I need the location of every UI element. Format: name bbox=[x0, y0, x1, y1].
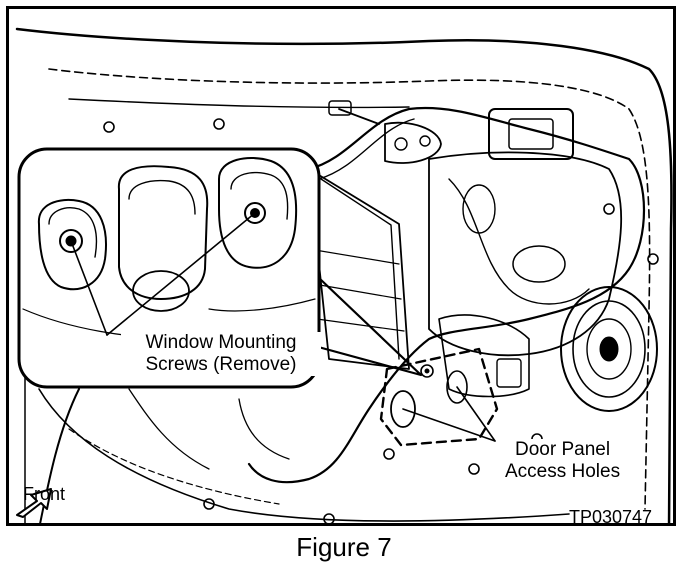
leader-right-screw bbox=[106, 212, 256, 336]
window-screws-label-line1: Window Mounting bbox=[121, 332, 321, 354]
inset-callout-wedge bbox=[287, 257, 423, 377]
speaker bbox=[560, 286, 658, 412]
door-interior-illustration bbox=[15, 27, 673, 523]
access-holes-label-line1: Door Panel bbox=[503, 439, 623, 461]
right-window-screw bbox=[244, 202, 266, 224]
inset-detail-callout bbox=[17, 147, 321, 389]
figure-caption: Figure 7 bbox=[296, 532, 392, 562]
window-mounting-screws-label: Window Mounting Screws (Remove) bbox=[121, 332, 321, 376]
figure-code: TP030747 bbox=[569, 507, 653, 526]
door-panel-access-holes-label: Door Panel Access Holes bbox=[503, 439, 623, 483]
door-outer-edge bbox=[15, 27, 673, 523]
access-holes-outline bbox=[379, 347, 499, 447]
leader-access-hole-2 bbox=[456, 386, 496, 442]
leader-left-screw bbox=[70, 240, 108, 336]
latch-module bbox=[488, 108, 574, 160]
window-screws-label-line2: Screws (Remove) bbox=[121, 354, 321, 376]
access-holes-label-line2: Access Holes bbox=[503, 461, 623, 483]
inner-panel-contour bbox=[428, 151, 623, 357]
wiring-harness bbox=[247, 106, 646, 484]
window-glass-channel bbox=[308, 168, 410, 370]
door-inner-flange bbox=[48, 68, 651, 510]
leader-access-hole-1 bbox=[402, 408, 496, 442]
left-window-screw bbox=[59, 229, 83, 253]
front-direction-label: Front bbox=[23, 484, 66, 504]
arrow-up-right-icon bbox=[16, 488, 52, 518]
door-lower-edge bbox=[39, 388, 80, 523]
diagram-frame: Window Mounting Screws (Remove) Door Pan… bbox=[6, 6, 676, 526]
